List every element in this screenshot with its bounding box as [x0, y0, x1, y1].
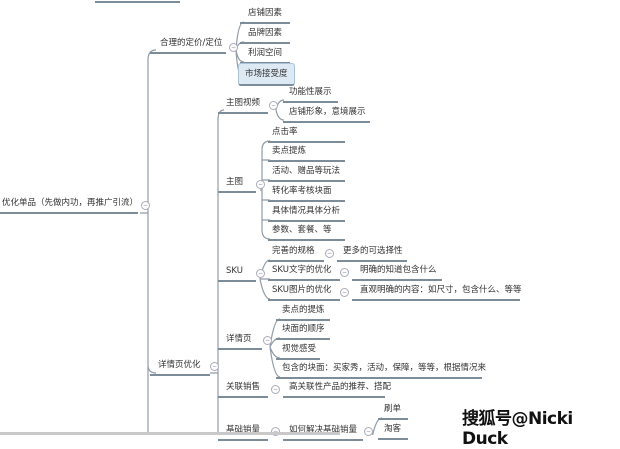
node-leaf[interactable]: 包含的块面：买家秀，活动，保障，等等，根据情况来 [276, 362, 486, 379]
cropped-node-underline [95, 1, 180, 3]
node-leaf[interactable]: 淘客 [378, 423, 408, 440]
node-leaf[interactable]: 功能性展示 [283, 86, 338, 103]
collapse-icon[interactable]: − [141, 201, 150, 210]
node-leaf[interactable]: 更多的可选择性 [337, 245, 407, 262]
root-label: 优化单品（先做内功，再推广引流） [2, 198, 139, 208]
node-leaf[interactable]: 卖点的提炼 [276, 304, 330, 321]
node-pricing-child[interactable]: 利润空间 [240, 47, 290, 64]
node-detail-page[interactable]: 详情页 [218, 333, 262, 350]
collapse-icon[interactable]: − [340, 288, 349, 297]
node-sku[interactable]: SKU [218, 265, 256, 282]
collapse-icon[interactable]: − [229, 43, 238, 52]
collapse-icon[interactable]: − [271, 385, 280, 394]
node-pricing[interactable]: 合理的定价/定位 [150, 37, 227, 54]
node-leaf[interactable]: 活动、赠品等玩法 [268, 165, 345, 182]
node-main-image[interactable]: 主图 [218, 176, 256, 193]
node-leaf[interactable]: 点击率 [268, 126, 345, 143]
node-related-sales[interactable]: 关联销售 [218, 381, 268, 398]
node-leaf[interactable]: 转化率考核块面 [268, 185, 345, 202]
node-pricing-child-selected[interactable]: 市场接受度 [238, 63, 295, 86]
node-pricing-child[interactable]: 店铺因素 [240, 7, 290, 24]
collapse-icon[interactable]: − [256, 180, 265, 189]
node-leaf[interactable]: 刷单 [378, 403, 408, 420]
node-main-video[interactable]: 主图视频 [218, 97, 268, 114]
node-leaf[interactable]: 块面的顺序 [276, 323, 330, 340]
collapse-icon[interactable]: − [340, 268, 349, 277]
collapse-icon[interactable]: − [325, 249, 334, 258]
horizontal-scrollbar[interactable] [0, 432, 340, 435]
node-leaf[interactable]: 直观明确的内容：如尺寸，包含什么、等等 [352, 284, 522, 301]
node-sku-child[interactable]: SKU文字的优化 [268, 264, 340, 281]
root-node[interactable]: 优化单品（先做内功，再推广引流） [0, 197, 138, 214]
collapse-icon[interactable]: − [263, 336, 272, 345]
node-leaf[interactable]: 明确的知道包含什么 [352, 264, 442, 281]
node-detail-optimization[interactable]: 详情页优化 [150, 359, 210, 376]
collapse-icon[interactable]: − [210, 362, 219, 371]
node-leaf[interactable]: 卖点提炼 [268, 145, 345, 162]
node-leaf[interactable]: 具体情况具体分析 [268, 205, 345, 222]
node-sku-child[interactable]: SKU图片的优化 [268, 284, 340, 301]
node-leaf[interactable]: 高关联性产品的推荐、搭配 [283, 381, 391, 398]
watermark: 搜狐号@Nicki Duck [462, 409, 573, 449]
node-leaf[interactable]: 参数、套餐、等 [268, 224, 345, 241]
collapse-icon[interactable]: − [256, 269, 265, 278]
node-leaf[interactable]: 视觉感受 [276, 343, 320, 360]
collapse-icon[interactable]: − [269, 101, 278, 110]
node-sku-child[interactable]: 完善的规格 [268, 245, 324, 262]
node-leaf[interactable]: 店铺形象，意境展示 [283, 106, 370, 123]
node-pricing-child[interactable]: 品牌因素 [240, 27, 290, 44]
